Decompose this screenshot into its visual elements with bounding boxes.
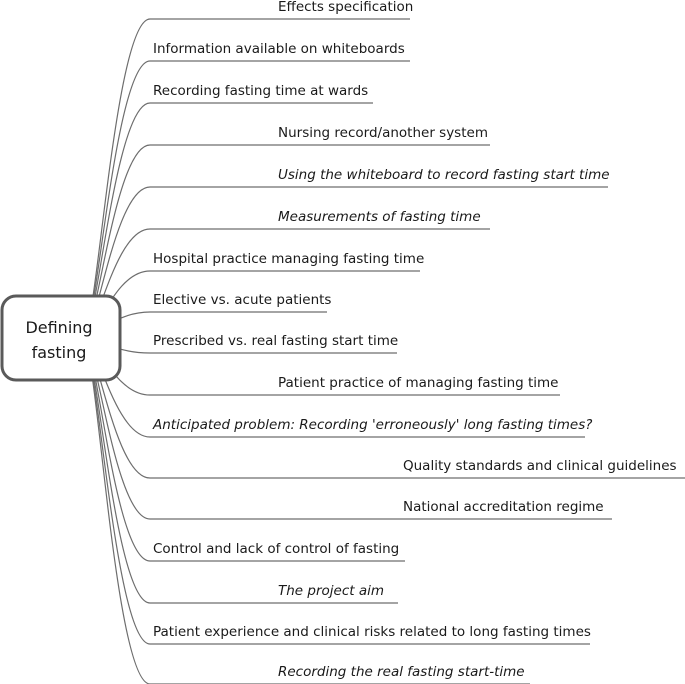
- branch-connector: [84, 60, 151, 331]
- central-node-label-line1: Defining: [25, 318, 92, 337]
- branch-label: Prescribed vs. real fasting start time: [153, 333, 398, 349]
- branch-label: Using the whiteboard to record fasting s…: [278, 167, 610, 183]
- branch-label: The project aim: [278, 583, 384, 599]
- branch-label: Nursing record/another system: [278, 125, 488, 141]
- branch-label: Patient experience and clinical risks re…: [153, 624, 591, 640]
- central-node-box: [0, 294, 122, 382]
- central-node-label-line2: fasting: [32, 343, 87, 362]
- branch-label: Quality standards and clinical guideline…: [403, 458, 677, 474]
- branch-label: Recording the real fasting start-time: [278, 664, 525, 680]
- branch-label: Recording fasting time at wards: [153, 83, 368, 99]
- branch-label: Control and lack of control of fasting: [153, 541, 399, 557]
- branch-connector: [84, 347, 151, 684]
- branch-label: Anticipated problem: Recording 'erroneou…: [152, 417, 592, 433]
- branch-label: Elective vs. acute patients: [153, 292, 331, 308]
- central-node: Defining fasting: [0, 294, 122, 382]
- branch-label: Effects specification: [278, 0, 413, 15]
- branch-label: Patient practice of managing fasting tim…: [278, 375, 559, 391]
- branch-label: National accreditation regime: [403, 499, 604, 515]
- branch-connectors: [84, 18, 685, 684]
- branch-label: Information available on whiteboards: [153, 41, 405, 57]
- branch-label: Hospital practice managing fasting time: [153, 251, 424, 267]
- branch-label: Measurements of fasting time: [278, 209, 481, 225]
